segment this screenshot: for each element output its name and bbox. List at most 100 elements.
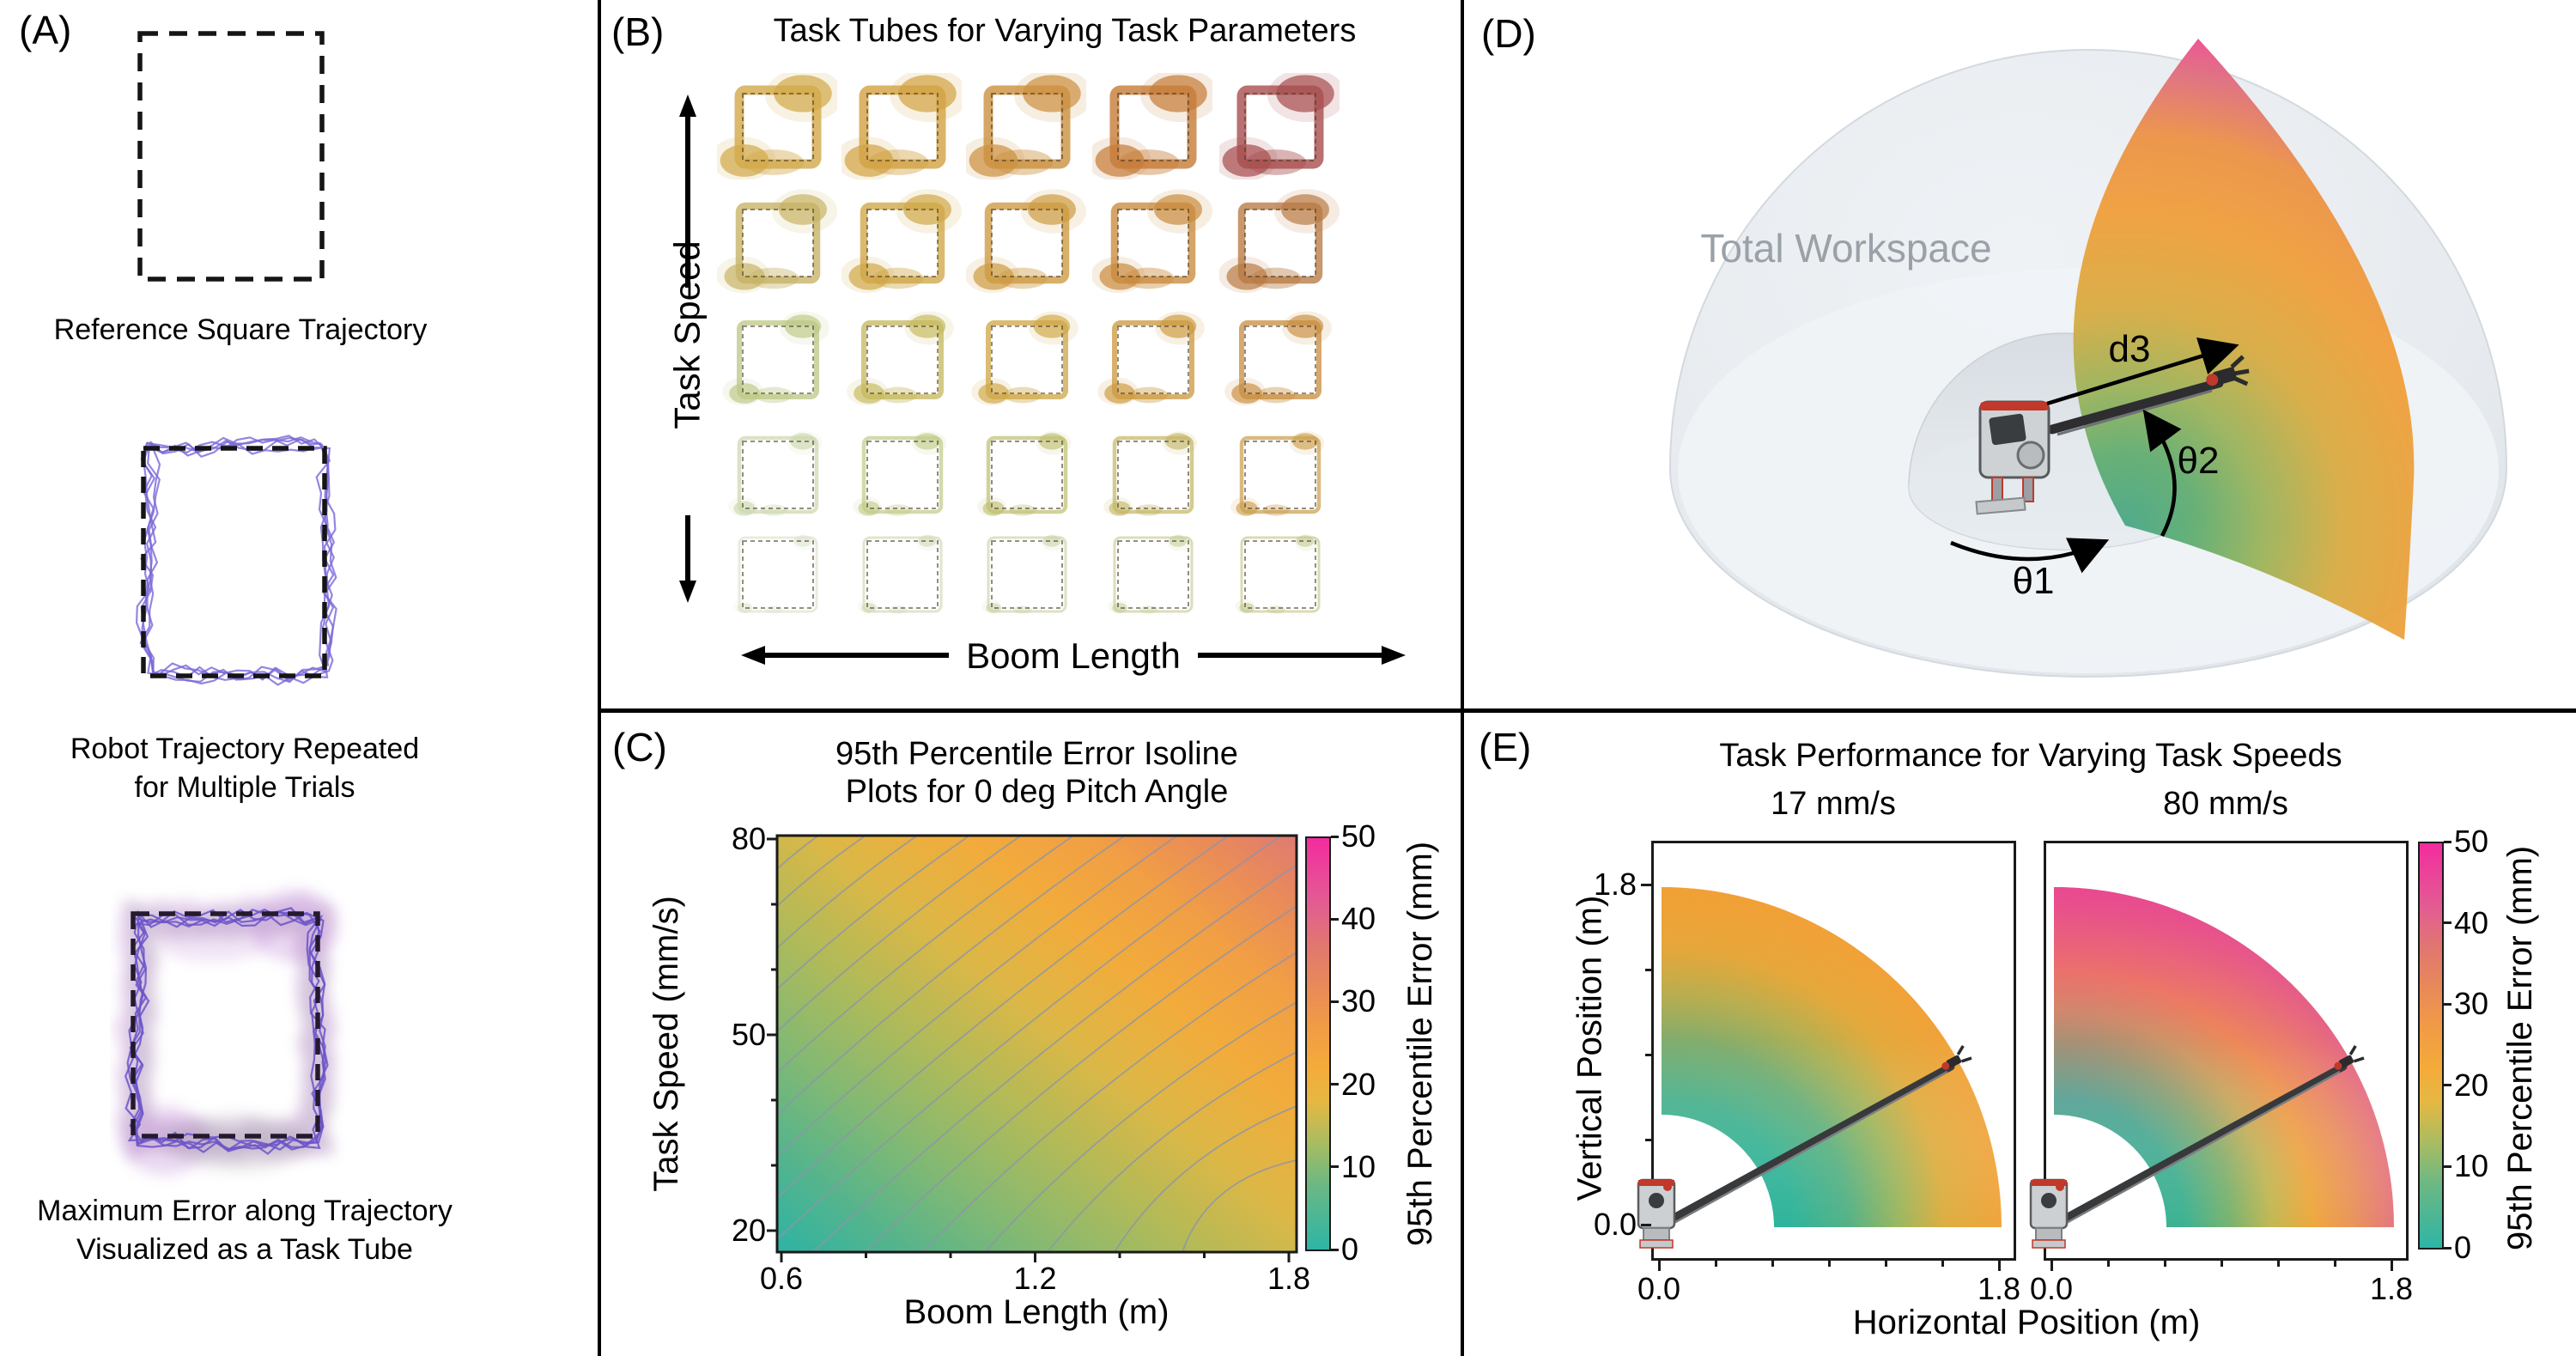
panel-e-colorbar-tick-50: 50 bbox=[2454, 824, 2489, 859]
e17-xtick-1.8: 1.8 bbox=[1977, 1271, 2021, 1306]
e80-xminor bbox=[2220, 1261, 2223, 1267]
d3-arrow bbox=[2046, 337, 2239, 406]
panel-c-ytick-50: 50 bbox=[731, 1017, 766, 1052]
panel-c-colorbar-label: 95th Percentile Error (mm) bbox=[1401, 841, 1440, 1246]
task-tube-cell-r5c4 bbox=[1092, 520, 1212, 627]
panel-c-ytick-20: 20 bbox=[731, 1213, 766, 1248]
boom-length-arrow bbox=[741, 646, 1406, 665]
robot-d bbox=[1975, 355, 2250, 515]
panel-e-colorbar-tickmark-10 bbox=[2444, 1164, 2451, 1168]
task-tube-cell-r1c2 bbox=[841, 73, 962, 179]
panel-a-caption-2-line1: Robot Trajectory Repeated bbox=[70, 733, 420, 765]
e80-xminor bbox=[2276, 1261, 2280, 1267]
e17-ytick-1.8: 1.8 bbox=[1593, 867, 1637, 902]
e17-xtickmark-1.8 bbox=[1997, 1261, 2001, 1271]
panel-c-colorbar bbox=[1305, 836, 1331, 1251]
panel-a-caption-3-line1: Maximum Error along Trajectory bbox=[37, 1195, 453, 1227]
arrow-down-icon bbox=[679, 581, 696, 603]
e17-xminor bbox=[1714, 1261, 1717, 1267]
heatmap-80mms bbox=[2029, 887, 2394, 1249]
e17-ytickmark-1.8 bbox=[1641, 883, 1651, 886]
panel-c-xtick-1.2: 1.2 bbox=[1013, 1261, 1057, 1296]
panel-e-colorbar-tickmark-30 bbox=[2444, 1002, 2451, 1006]
divider-vertical-right bbox=[1461, 0, 1464, 1356]
panel-b-title: Task Tubes for Varying Task Parameters bbox=[773, 13, 1357, 49]
panel-c-xtick-1.8: 1.8 bbox=[1267, 1261, 1311, 1296]
task-tube-cell-r5c3 bbox=[966, 520, 1086, 627]
heatmap-17mms-box bbox=[1637, 841, 2016, 1261]
divider-vertical-left bbox=[598, 0, 601, 1356]
task-tube-cell-r4c4 bbox=[1092, 421, 1212, 527]
e17-xminor bbox=[1771, 1261, 1774, 1267]
panel-e-title: Task Performance for Varying Task Speeds bbox=[1719, 738, 2342, 774]
e80-xtick-1.8: 1.8 bbox=[2369, 1271, 2414, 1306]
panel-b-tag: (B) bbox=[611, 9, 665, 54]
task-tube-cell-r5c5 bbox=[1219, 520, 1340, 627]
panel-b-x-axis-label: Boom Length bbox=[966, 635, 1181, 676]
arrow-right-icon bbox=[1382, 646, 1406, 665]
panel-c-title: 95th Percentile Error Isoline Plots for … bbox=[756, 735, 1318, 811]
e80-xminor bbox=[2333, 1261, 2336, 1267]
e17-xtick-0.0: 0.0 bbox=[1637, 1271, 1681, 1306]
task-tube-cell-r3c3 bbox=[966, 306, 1086, 412]
heatmap-80mms-box bbox=[2029, 841, 2409, 1261]
panel-c-tag: (C) bbox=[612, 725, 667, 769]
task-tube-cell-r2c2 bbox=[841, 189, 962, 295]
panel-e-colorbar-tickmark-40 bbox=[2444, 921, 2451, 925]
panel-e-colorbar-tick-20: 20 bbox=[2454, 1067, 2489, 1103]
arrow-up-icon bbox=[679, 94, 696, 117]
panel-e-x-axis-label: Horizontal Position (m) bbox=[1852, 1304, 2201, 1341]
task-tube-cell-r2c4 bbox=[1092, 189, 1212, 295]
task-tube-cell-r4c1 bbox=[717, 421, 837, 527]
panel-e-subplot2-title: 80 mm/s bbox=[2163, 786, 2288, 822]
panel-e-tag: (E) bbox=[1479, 725, 1532, 769]
workspace-dome-graphic bbox=[1668, 39, 2508, 678]
theta1-arrow bbox=[1950, 538, 2110, 574]
task-tube-cell-r1c5 bbox=[1219, 73, 1340, 179]
panel-a-caption-3-line2: Visualized as a Task Tube bbox=[76, 1233, 413, 1266]
total-workspace-label: Total Workspace bbox=[1700, 226, 1992, 271]
e17-ytick-0.0: 0.0 bbox=[1593, 1207, 1637, 1242]
panel-c-ytick-80: 80 bbox=[731, 821, 766, 856]
task-tube-cell-r2c3 bbox=[966, 189, 1086, 295]
panel-c-colorbar-tickmark-50 bbox=[1331, 835, 1339, 838]
robot-trajectory-graphic bbox=[135, 435, 337, 686]
e80-xtickmark-0.0 bbox=[2050, 1261, 2053, 1271]
panel-c-y-axis-label: Task Speed (mm/s) bbox=[647, 895, 685, 1192]
panel-c-colorbar-tickmark-40 bbox=[1331, 917, 1339, 921]
task-tube-cell-r3c4 bbox=[1092, 306, 1212, 412]
task-tube-cell-r4c5 bbox=[1219, 421, 1340, 527]
task-tube-cell-r1c1 bbox=[717, 73, 837, 179]
task-tube-cell-r2c1 bbox=[717, 189, 837, 295]
arrow-left-icon bbox=[741, 646, 765, 665]
panel-e-colorbar-tick-30: 30 bbox=[2454, 986, 2489, 1022]
task-tube-cell-r5c2 bbox=[841, 520, 962, 627]
theta2-label: θ2 bbox=[2177, 440, 2220, 482]
panel-c-colorbar-tick-50: 50 bbox=[1341, 818, 1376, 854]
e17-xminor bbox=[1827, 1261, 1831, 1267]
reference-square-graphic bbox=[137, 31, 325, 282]
e17-ytickmark-0.0 bbox=[1641, 1223, 1651, 1226]
panel-c-title-line2: Plots for 0 deg Pitch Angle bbox=[845, 774, 1229, 810]
task-tube-cell-r2c5 bbox=[1219, 189, 1340, 295]
e80-xtickmark-1.8 bbox=[2390, 1261, 2393, 1271]
panel-e-colorbar-tick-0: 0 bbox=[2454, 1230, 2472, 1265]
panel-e-colorbar-tickmark-20 bbox=[2444, 1084, 2451, 1087]
panel-c-colorbar-tick-40: 40 bbox=[1341, 901, 1376, 937]
panel-a-caption-2-line2: for Multiple Trials bbox=[134, 771, 355, 804]
divider-horizontal bbox=[598, 708, 2576, 713]
contour-plot bbox=[767, 834, 1298, 1262]
d3-label: d3 bbox=[2108, 328, 2151, 370]
performance-slice bbox=[2073, 39, 2415, 640]
task-tube-cell-r1c4 bbox=[1092, 73, 1212, 179]
panel-e-colorbar bbox=[2418, 842, 2444, 1250]
theta2-arrow bbox=[2142, 409, 2182, 538]
e17-xtickmark-0.0 bbox=[1657, 1261, 1661, 1271]
panel-d-tag: (D) bbox=[1481, 11, 1536, 56]
panel-c-title-line1: 95th Percentile Error Isoline bbox=[835, 736, 1238, 772]
task-tube-cell-r3c1 bbox=[717, 306, 837, 412]
panel-e-colorbar-tickmark-50 bbox=[2444, 840, 2451, 843]
task-tube-cell-r5c1 bbox=[717, 520, 837, 627]
panel-b-y-axis-label: Task Speed bbox=[667, 240, 708, 429]
